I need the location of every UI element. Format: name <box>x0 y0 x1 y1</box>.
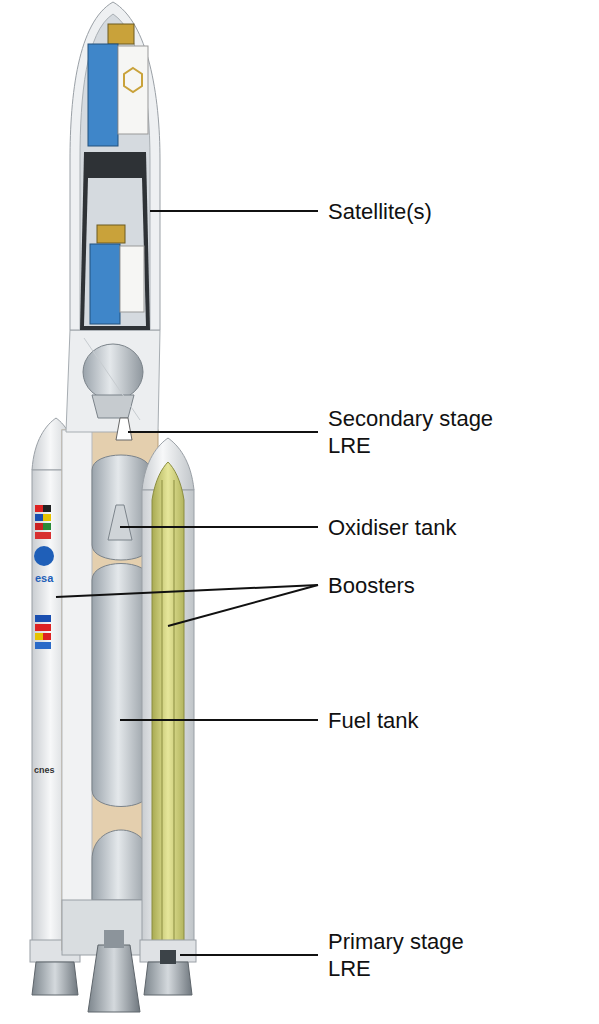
label-box: Primary stage LRE <box>328 928 503 982</box>
logo-text: esa <box>35 572 65 585</box>
label-box: cnes <box>34 765 74 776</box>
label-box: Fuel tank <box>328 707 568 734</box>
right-booster <box>140 438 196 995</box>
upper-stage <box>66 330 160 440</box>
label-box: Boosters <box>328 572 568 599</box>
label-box: esa <box>35 572 65 585</box>
payload-fairing <box>70 2 160 330</box>
part-label: Boosters <box>328 572 568 599</box>
part-label: Secondary stage LRE <box>328 405 503 459</box>
part-label: Fuel tank <box>328 707 568 734</box>
logo-text: cnes <box>34 765 74 776</box>
part-label: Satellite(s) <box>328 198 568 225</box>
part-label: Primary stage LRE <box>328 928 503 982</box>
label-box: Oxidiser tank <box>328 514 568 541</box>
part-label: Oxidiser tank <box>328 514 568 541</box>
label-box: Satellite(s) <box>328 198 568 225</box>
leader-lines <box>56 211 318 955</box>
label-box: Secondary stage LRE <box>328 405 503 459</box>
